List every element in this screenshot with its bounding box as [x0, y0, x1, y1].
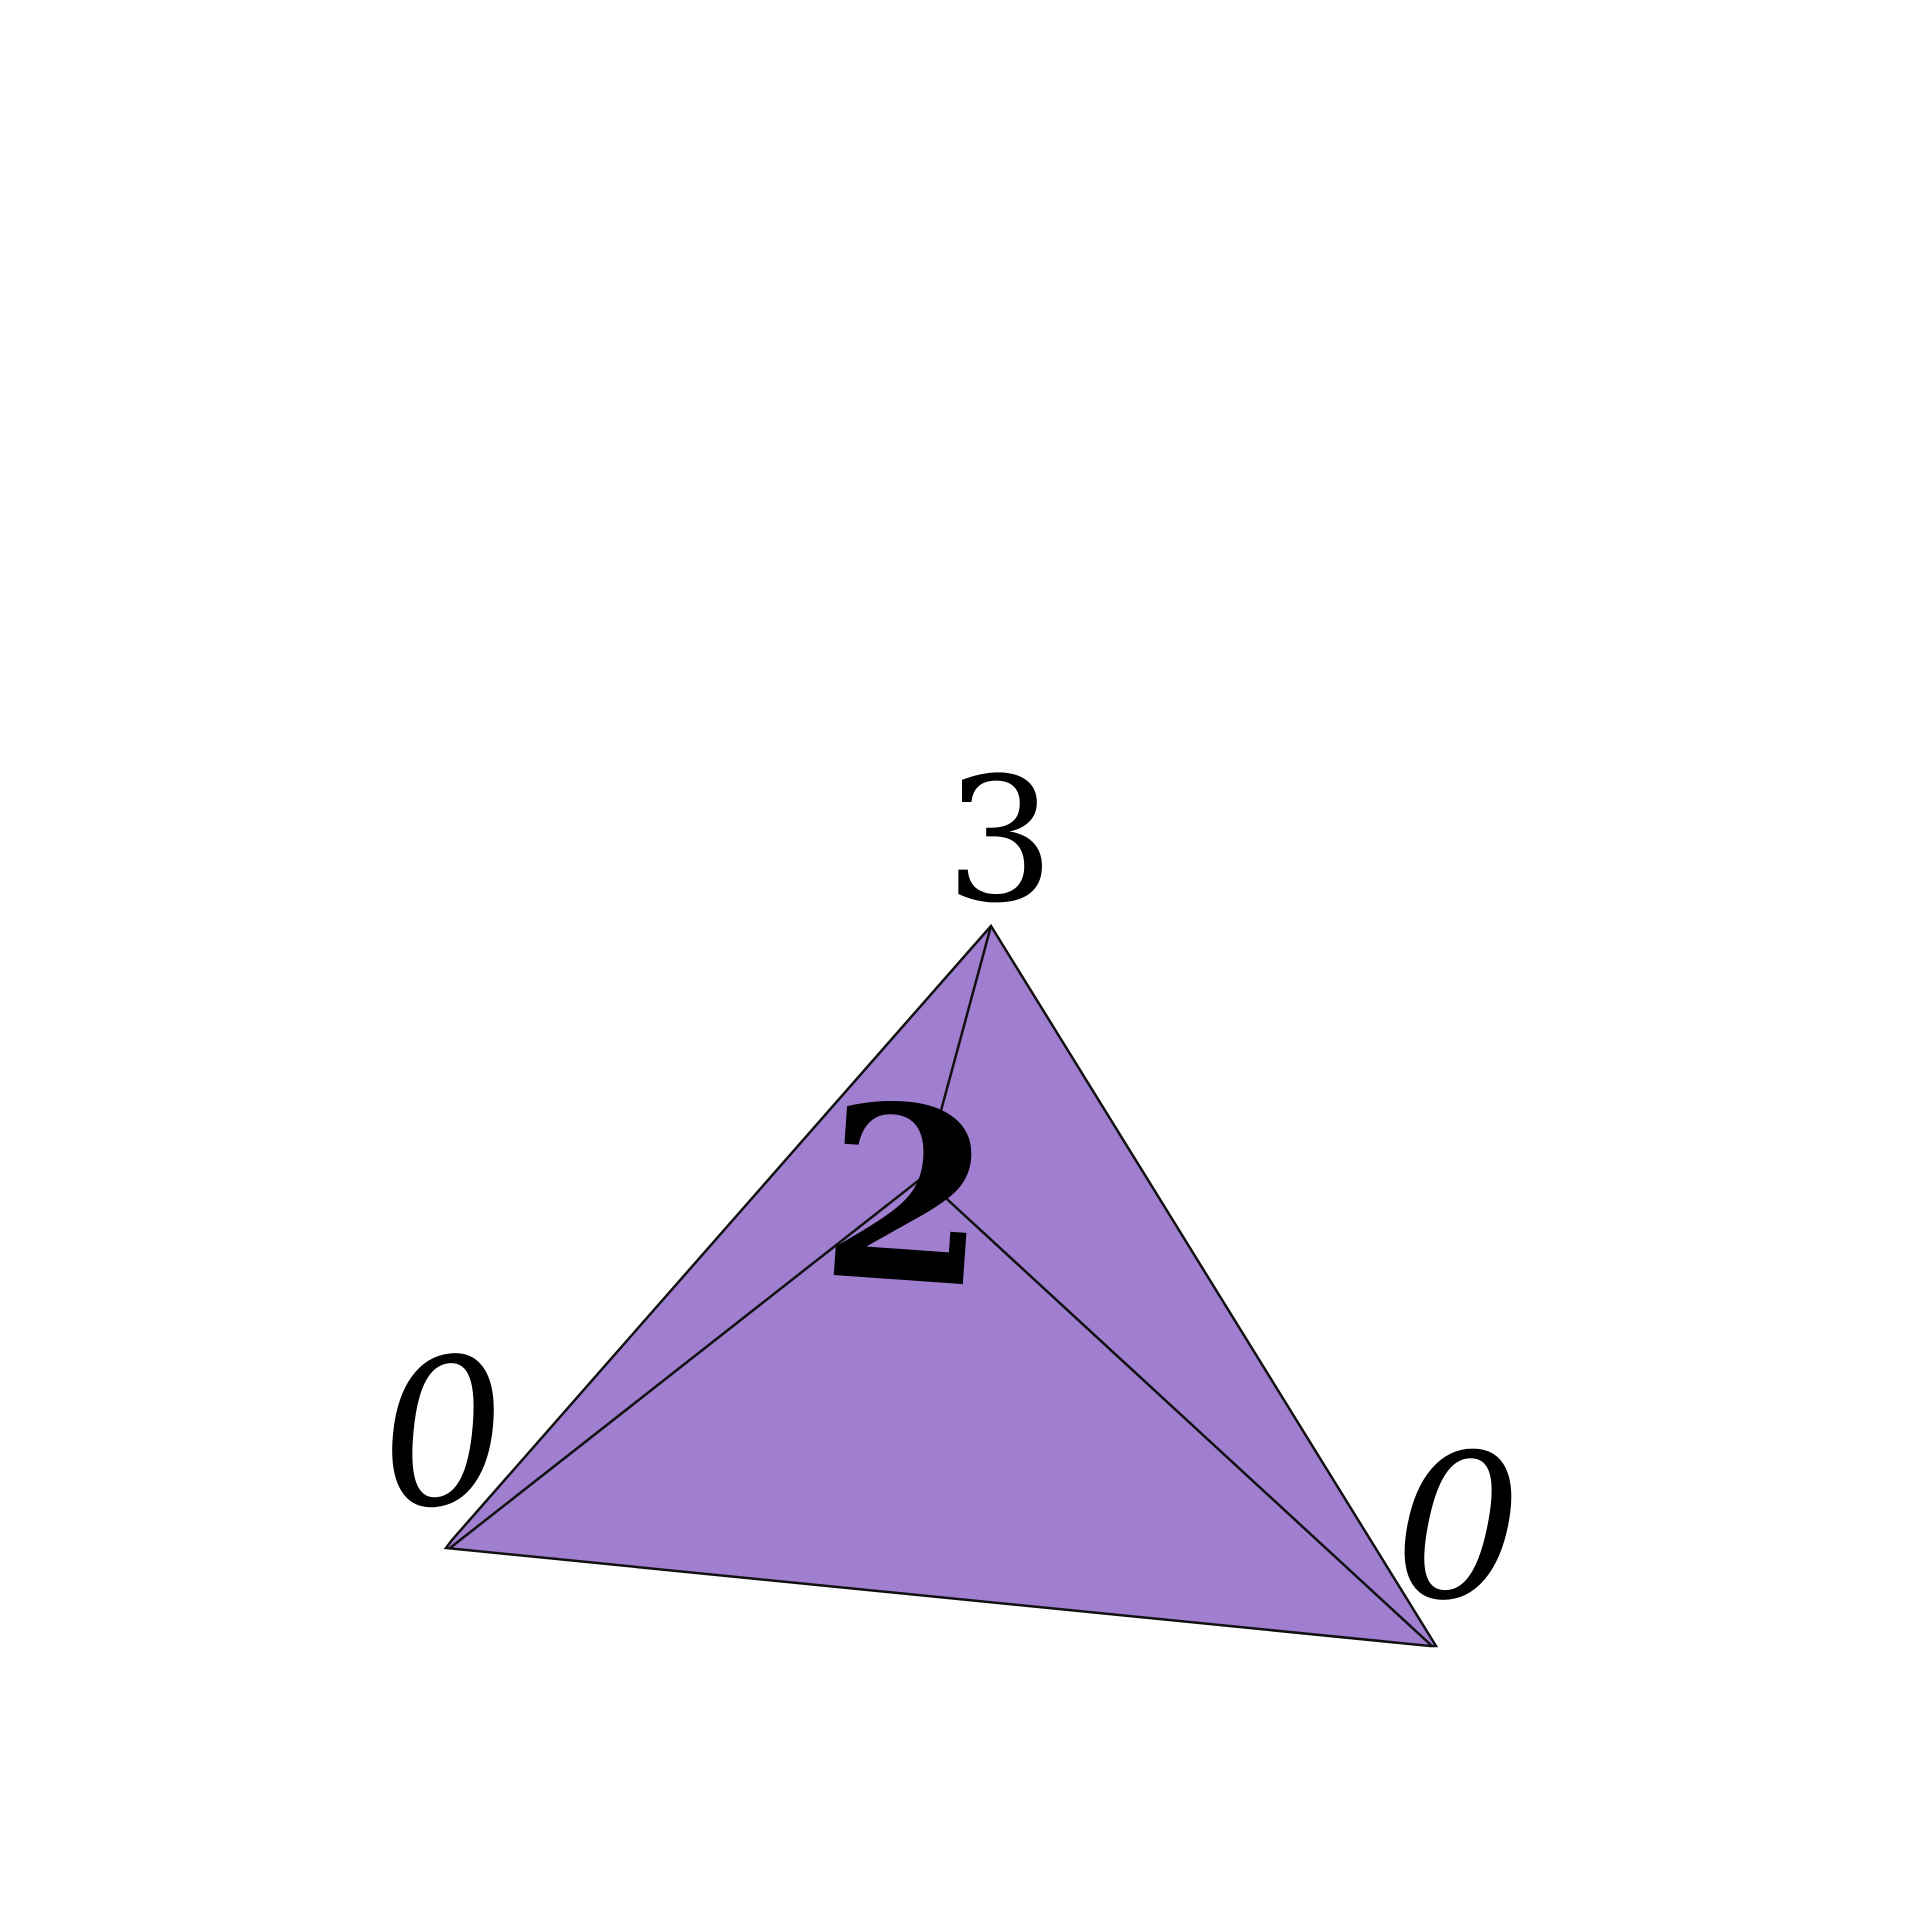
vertex-label-top: 3	[945, 740, 1054, 941]
tetrahedron-face-silhouette	[443, 923, 1439, 1648]
vertex-label-back: 2	[814, 1049, 1000, 1342]
edge-top-to-back	[921, 925, 993, 1178]
vertex-label-left: 0	[368, 1312, 519, 1557]
edge-right-to-back	[922, 1176, 1433, 1647]
edge-left-to-back	[449, 1176, 924, 1549]
vertex-label-right: 0	[1394, 1412, 1521, 1645]
